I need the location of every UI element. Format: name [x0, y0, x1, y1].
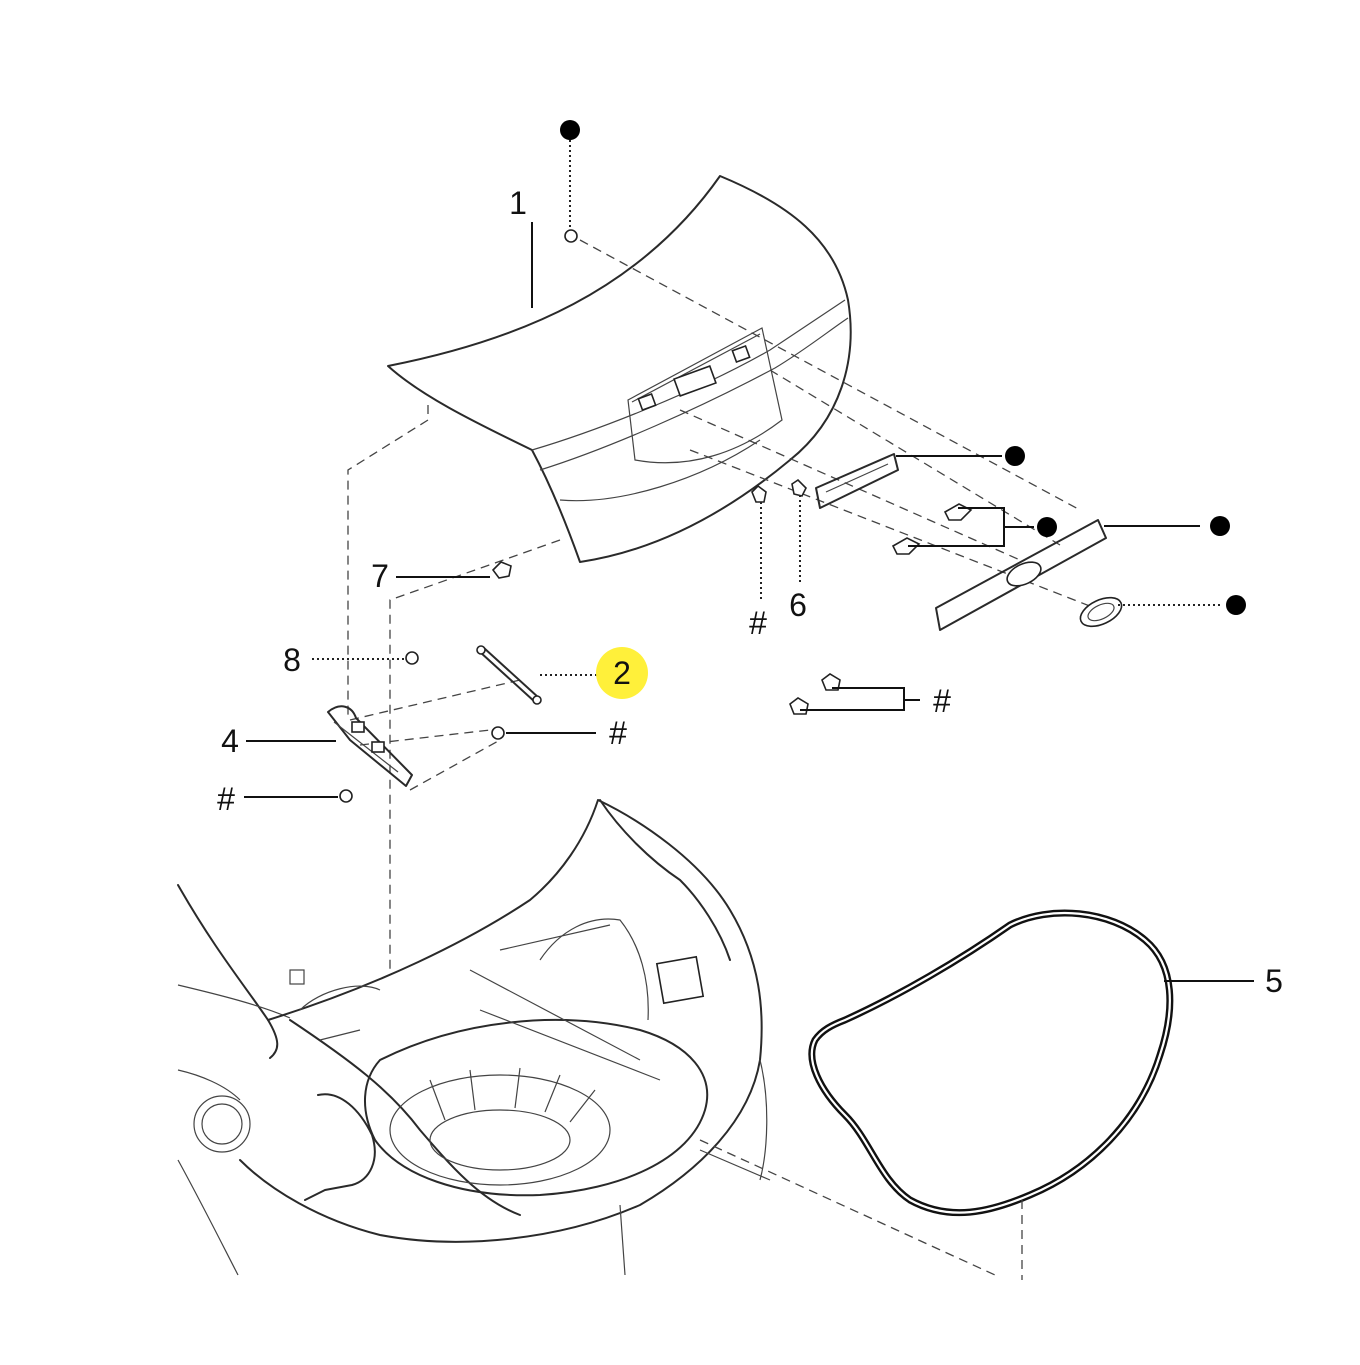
callout-1[interactable]: 1	[509, 185, 527, 221]
callout-2[interactable]: 2	[613, 655, 631, 691]
leader-hash-right	[800, 687, 920, 711]
fasteners	[339, 229, 841, 803]
hash-label-bottom: #	[217, 781, 235, 817]
leader-lines	[244, 140, 1254, 982]
filled-dot-icon	[1210, 516, 1230, 536]
filled-dot-icon	[1037, 517, 1057, 537]
filled-dot-icon	[560, 120, 580, 140]
emblems-garnish	[815, 453, 1123, 631]
callout-4[interactable]: 4	[221, 723, 239, 759]
assembly-lines	[347, 239, 1101, 1280]
weatherstrip-seal	[808, 909, 1174, 1217]
hinge-assembly	[327, 705, 413, 787]
callout-8[interactable]: 8	[283, 642, 301, 678]
callout-labels: 1 2 4 5 6 7 8 # # # #	[217, 185, 1283, 999]
filled-dot-icon	[1226, 595, 1246, 615]
hash-label-strut: #	[609, 715, 627, 751]
hash-label-center: #	[749, 605, 767, 641]
highlight-circle	[596, 647, 648, 699]
leader-lamps	[908, 507, 1034, 547]
dot-markers	[560, 120, 1246, 615]
hash-label-right: #	[933, 683, 951, 719]
filled-dot-icon	[1005, 446, 1025, 466]
rear-body	[177, 799, 771, 1276]
trunk-lid	[387, 175, 852, 563]
callout-6[interactable]: 6	[789, 587, 807, 623]
gas-strut	[476, 645, 542, 705]
callout-7[interactable]: 7	[371, 558, 389, 594]
callout-5[interactable]: 5	[1265, 963, 1283, 999]
